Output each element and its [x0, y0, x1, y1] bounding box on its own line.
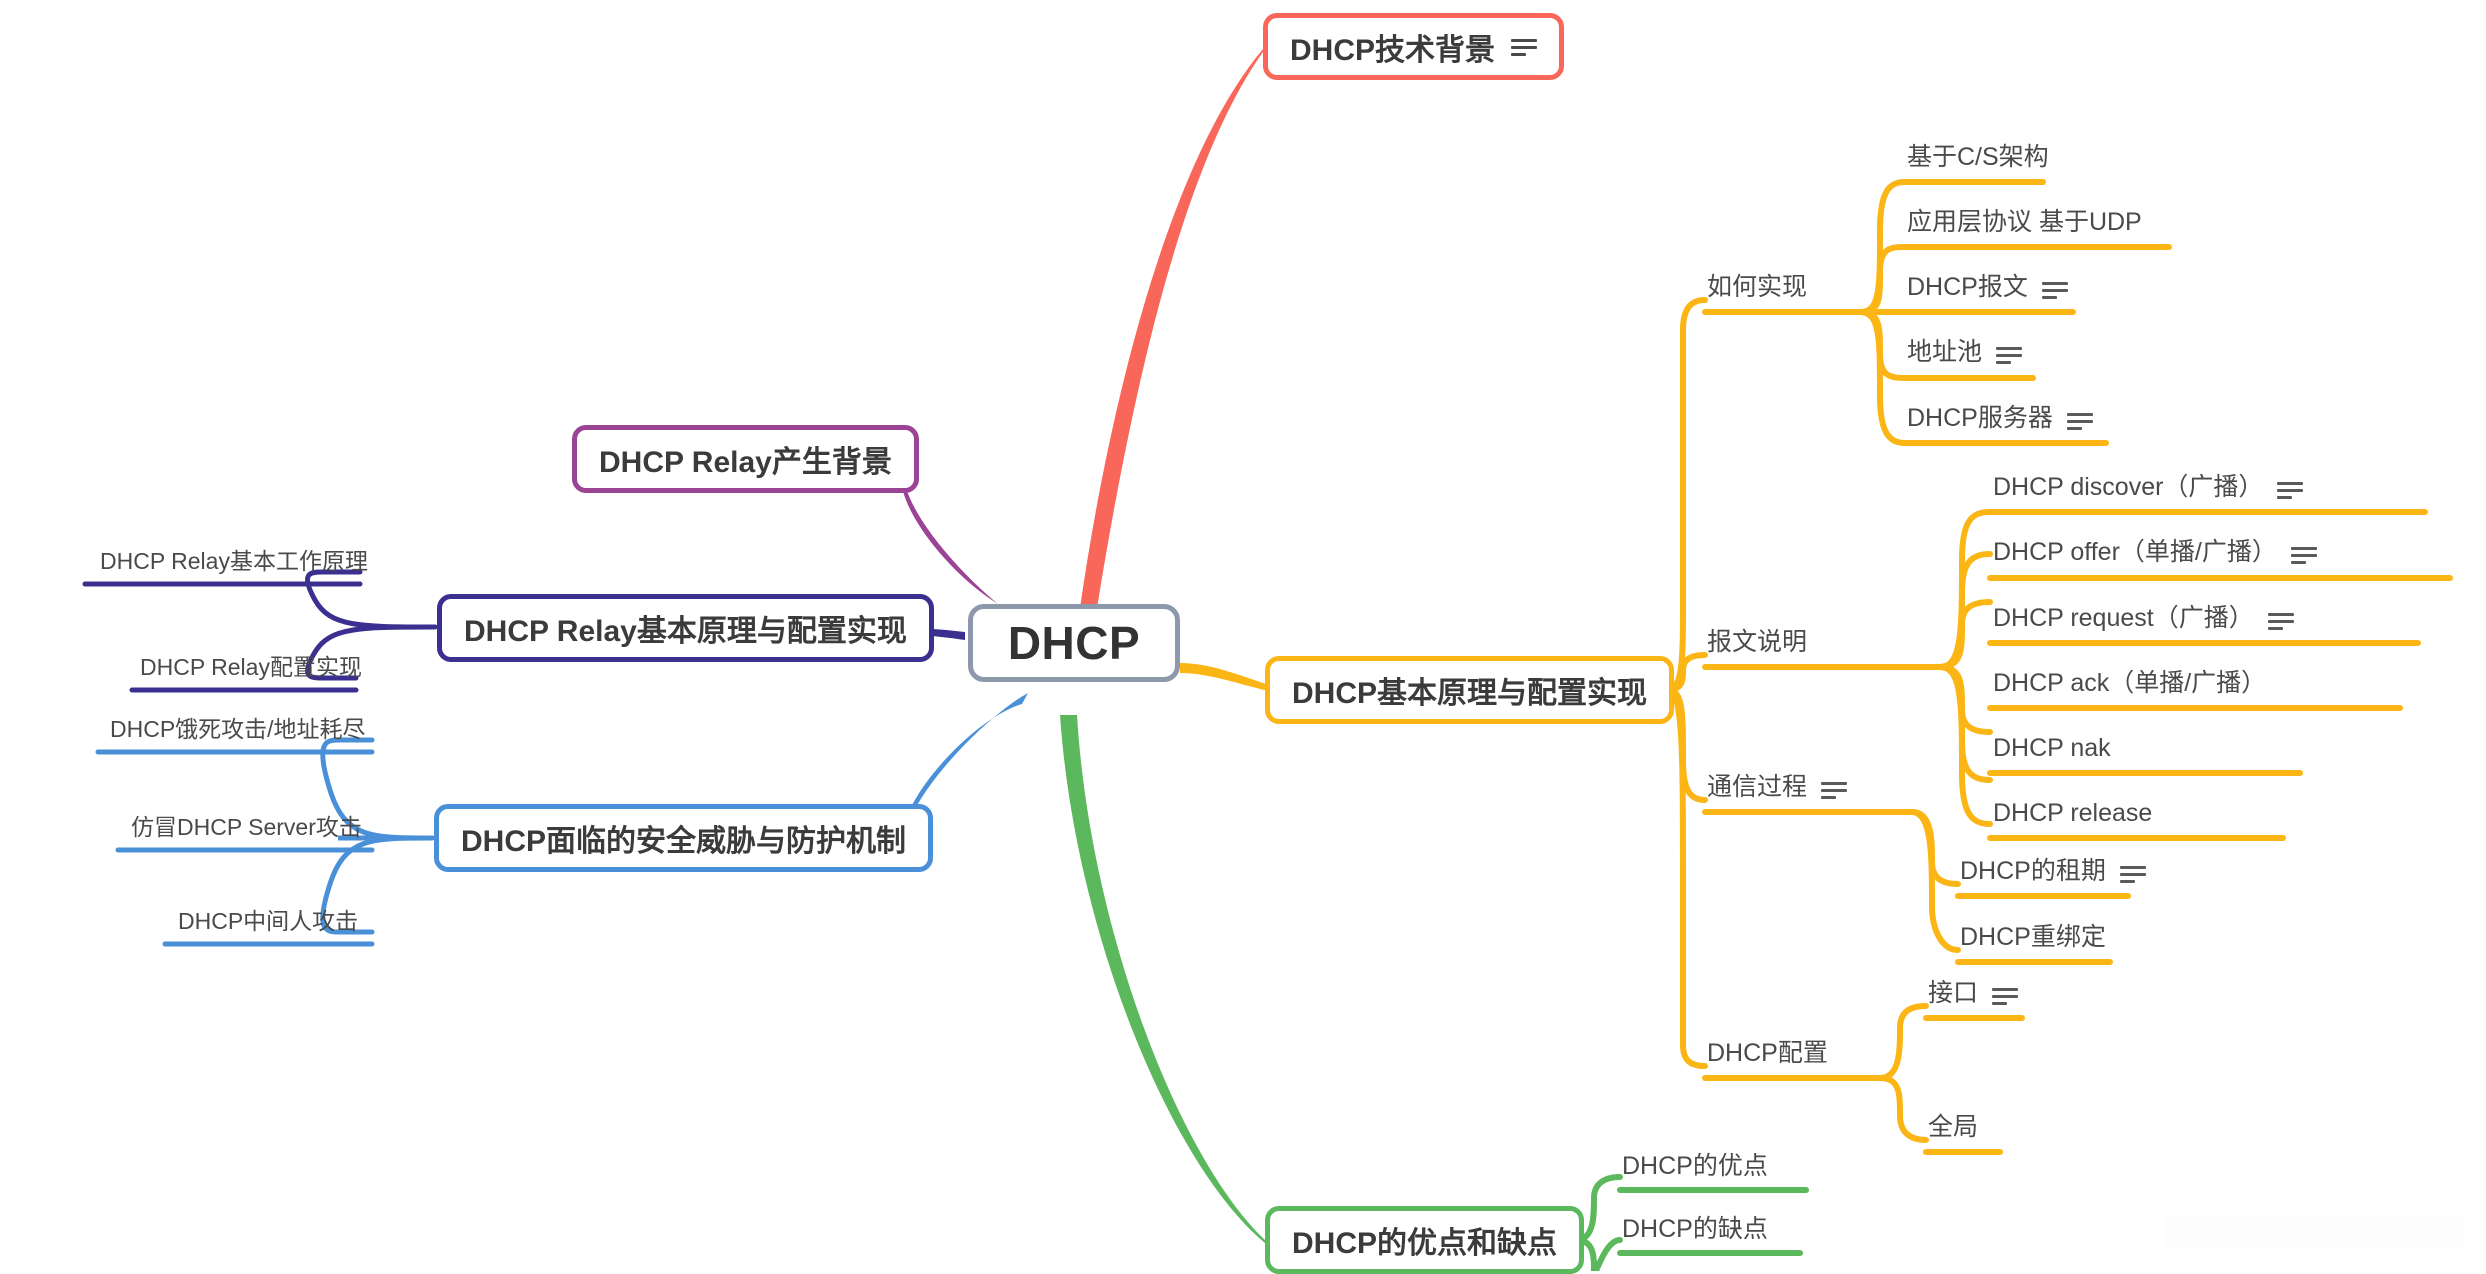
leaf-label: 全局 — [1928, 1113, 1979, 1141]
leaf-dhcp-rebind[interactable]: DHCP重绑定 — [1960, 925, 2106, 950]
node-relay-principles[interactable]: DHCP Relay基本原理与配置实现 — [437, 594, 934, 662]
note-icon[interactable] — [2277, 480, 2304, 500]
leaf-mitm-attack[interactable]: DHCP中间人攻击 — [178, 910, 358, 933]
leaf-label: DHCP Relay配置实现 — [140, 654, 362, 680]
watermark — [2164, 1215, 2464, 1249]
link-basic-hub-top — [1664, 297, 1708, 693]
leaf-relay-config-impl[interactable]: DHCP Relay配置实现 — [140, 656, 362, 679]
leaf-label: 基于C/S架构 — [1907, 143, 2049, 171]
leaf-label: DHCP服务器 — [1907, 404, 2053, 432]
node-basic-principles[interactable]: DHCP基本原理与配置实现 — [1265, 656, 1675, 724]
note-icon[interactable] — [2041, 280, 2068, 300]
node-relay-background-label: DHCP Relay产生背景 — [599, 446, 892, 479]
link-comm-c1 — [1909, 809, 1961, 887]
note-icon[interactable] — [1992, 986, 2019, 1006]
leaf-label: 报文说明 — [1707, 628, 1808, 656]
link-root-tech-background — [1080, 49, 1263, 608]
link-howto-c5 — [1857, 309, 1908, 446]
leaf-label: DHCP ack（单播/广播） — [1993, 669, 2267, 697]
link-msg-c1 — [1937, 509, 1993, 670]
link-msg-c3 — [1937, 599, 1993, 670]
leaf-dhcp-disadvantages[interactable]: DHCP的缺点 — [1622, 1217, 1768, 1242]
leaf-label: DHCP的缺点 — [1622, 1215, 1768, 1243]
note-icon[interactable] — [2066, 411, 2093, 431]
node-pros-cons-label: DHCP的优点和缺点 — [1292, 1227, 1558, 1260]
leaf-address-pool[interactable]: 地址池 — [1907, 338, 2023, 366]
leaf-dhcp-message[interactable]: DHCP报文 — [1907, 275, 2068, 300]
node-tech-background[interactable]: DHCP技术背景 — [1263, 13, 1565, 80]
leaf-label: DHCP discover（广播） — [1993, 473, 2264, 501]
leaf-label: DHCP offer（单播/广播） — [1993, 538, 2277, 566]
leaf-label: 仿冒DHCP Server攻击 — [131, 814, 362, 840]
leaf-cs-architecture[interactable]: 基于C/S架构 — [1907, 145, 2049, 170]
leaf-label: DHCP配置 — [1707, 1039, 1828, 1067]
leaf-label: DHCP饿死攻击/地址耗尽 — [110, 716, 366, 742]
link-howto-c1 — [1857, 179, 1908, 315]
link-howto-c2 — [1857, 244, 1908, 315]
leaf-label: 地址池 — [1907, 338, 1983, 366]
note-icon[interactable] — [2119, 864, 2146, 884]
root-node[interactable]: DHCP — [968, 604, 1180, 682]
link-cfg-c1 — [1877, 1003, 1929, 1081]
leaf-dhcp-server[interactable]: DHCP服务器 — [1907, 406, 2093, 431]
root-node-label: DHCP — [1007, 617, 1141, 669]
note-icon[interactable] — [1821, 780, 1848, 800]
link-root-pros-cons — [1060, 715, 1265, 1243]
leaf-dhcp-nak[interactable]: DHCP nak — [1993, 736, 2111, 761]
link-msg-c5 — [1937, 664, 1993, 783]
node-relay-background[interactable]: DHCP Relay产生背景 — [572, 425, 919, 493]
leaf-communication-process[interactable]: 通信过程 — [1707, 773, 1848, 801]
link-msg-c2 — [1937, 551, 1993, 670]
node-security-threats-label: DHCP面临的安全威胁与防护机制 — [461, 825, 907, 858]
note-icon[interactable] — [2267, 611, 2294, 631]
leaf-dhcp-ack[interactable]: DHCP ack（单播/广播） — [1993, 671, 2266, 696]
note-icon[interactable] — [1996, 345, 2023, 365]
leaf-dhcp-configuration[interactable]: DHCP配置 — [1707, 1041, 1828, 1066]
link-howto-c4 — [1857, 309, 1908, 381]
node-tech-background-label: DHCP技术背景 — [1290, 33, 1496, 67]
leaf-relay-basic-work-principle[interactable]: DHCP Relay基本工作原理 — [100, 550, 368, 573]
node-relay-principles-label: DHCP Relay基本原理与配置实现 — [464, 615, 907, 648]
leaf-dhcp-release[interactable]: DHCP release — [1993, 801, 2152, 826]
leaf-dhcp-lease[interactable]: DHCP的租期 — [1960, 859, 2146, 884]
leaf-rogue-server-attack[interactable]: 仿冒DHCP Server攻击 — [131, 816, 362, 839]
node-pros-cons[interactable]: DHCP的优点和缺点 — [1265, 1206, 1585, 1274]
link-cfg-c2 — [1877, 1075, 1929, 1143]
leaf-label: DHCP的优点 — [1622, 1152, 1768, 1180]
leaf-starvation-attack[interactable]: DHCP饿死攻击/地址耗尽 — [110, 718, 366, 741]
leaf-label: DHCP Relay基本工作原理 — [100, 548, 368, 574]
link-relay-children — [304, 569, 438, 630]
leaf-label: 如何实现 — [1707, 273, 1808, 301]
leaf-label: DHCP release — [1993, 799, 2153, 827]
leaf-label: DHCP request（广播） — [1993, 604, 2254, 632]
link-basic-hub-cfg — [1664, 687, 1708, 1069]
leaf-how-to-implement[interactable]: 如何实现 — [1707, 275, 1807, 300]
leaf-label: DHCP的租期 — [1960, 857, 2106, 885]
node-basic-principles-label: DHCP基本原理与配置实现 — [1292, 677, 1648, 710]
leaf-label: 接口 — [1928, 979, 1979, 1007]
leaf-label: 应用层协议 基于UDP — [1907, 208, 2142, 236]
leaf-dhcp-discover[interactable]: DHCP discover（广播） — [1993, 473, 2304, 501]
leaf-label: DHCP报文 — [1907, 273, 2028, 301]
leaf-dhcp-offer[interactable]: DHCP offer（单播/广播） — [1993, 540, 2317, 565]
leaf-label: 通信过程 — [1707, 773, 1808, 801]
link-comm-c2 — [1909, 809, 1961, 953]
leaf-interface[interactable]: 接口 — [1928, 979, 2019, 1007]
leaf-dhcp-request[interactable]: DHCP request（广播） — [1993, 606, 2294, 631]
leaf-label: DHCP中间人攻击 — [178, 908, 359, 934]
note-icon[interactable] — [1511, 37, 1538, 57]
link-msg-c4 — [1937, 664, 1993, 735]
leaf-label: DHCP重绑定 — [1960, 923, 2106, 951]
leaf-global[interactable]: 全局 — [1928, 1115, 1978, 1140]
node-security-threats[interactable]: DHCP面临的安全威胁与防护机制 — [434, 804, 934, 872]
link-msg-c6 — [1937, 664, 1993, 827]
note-icon[interactable] — [2290, 545, 2317, 565]
leaf-dhcp-advantages[interactable]: DHCP的优点 — [1622, 1154, 1768, 1179]
leaf-label: DHCP nak — [1993, 734, 2111, 762]
leaf-application-layer-udp[interactable]: 应用层协议 基于UDP — [1907, 210, 2142, 235]
leaf-message-description[interactable]: 报文说明 — [1707, 630, 1807, 655]
